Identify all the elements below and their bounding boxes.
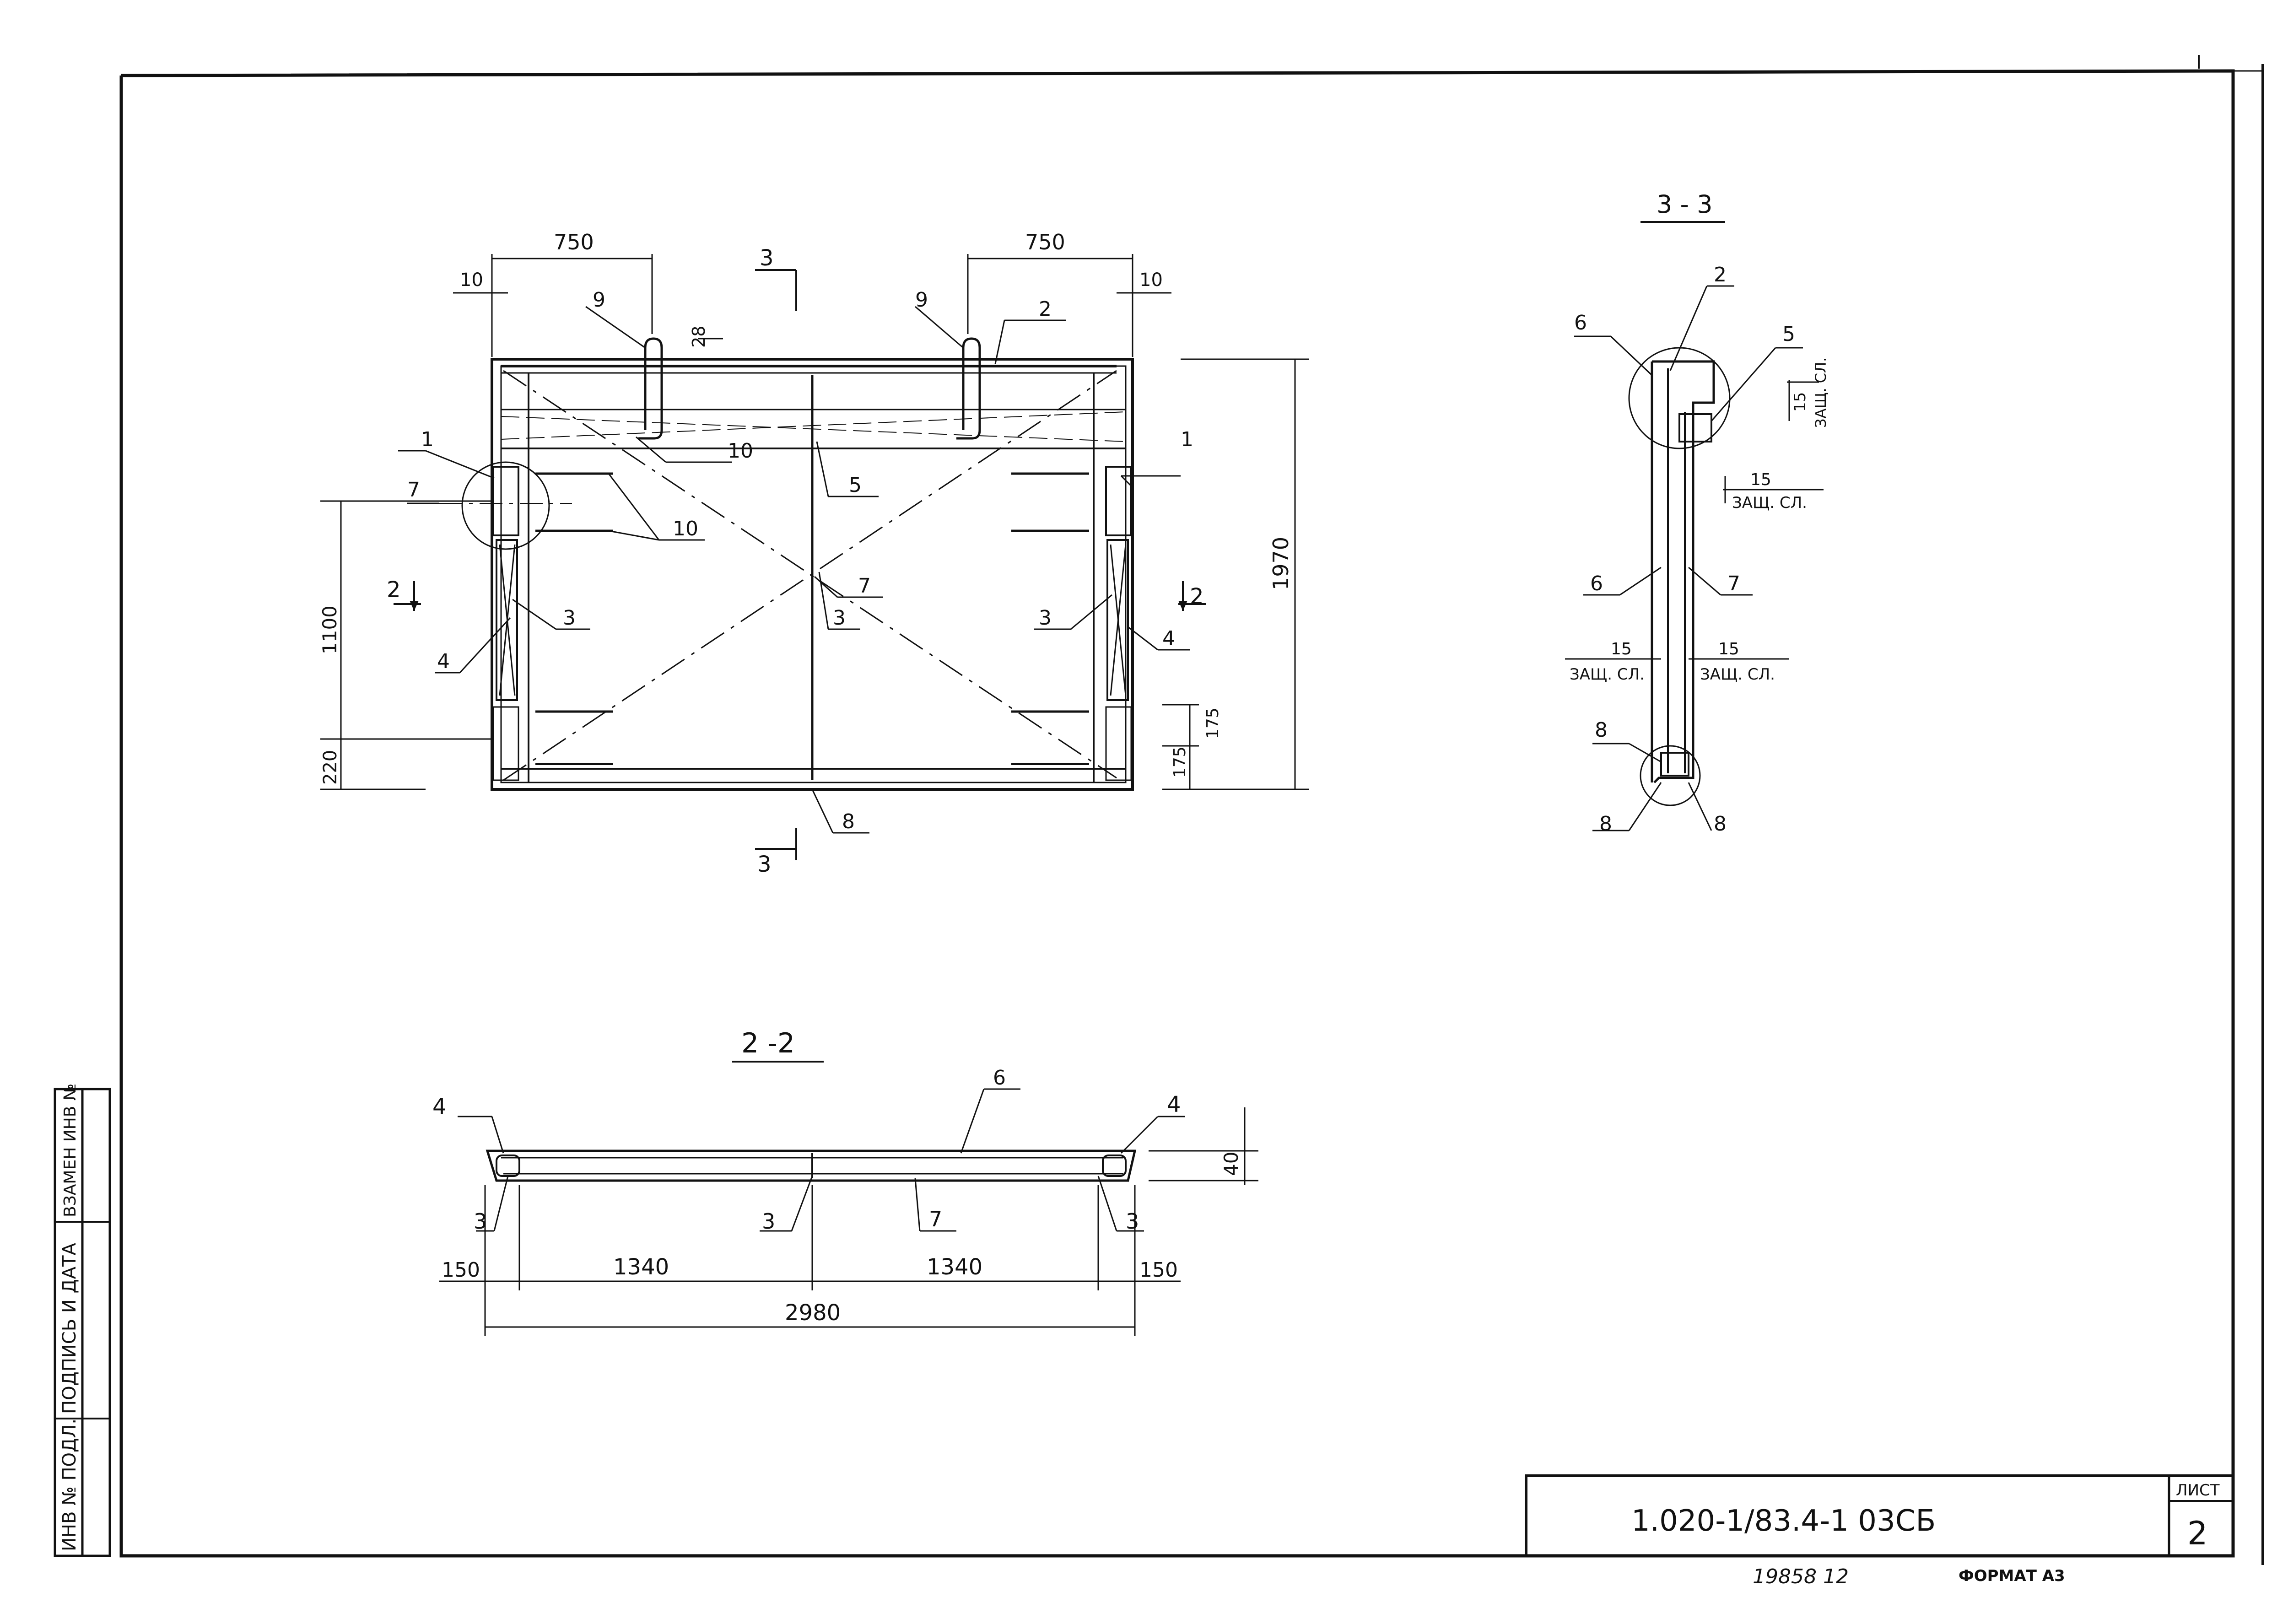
s22-mark-3-left: 3 [474, 1209, 487, 1234]
mark-10-top: 10 [728, 439, 753, 463]
s33-cover-1-value: 15 [1791, 392, 1809, 412]
s33-mark-8-right: 8 [1714, 812, 1727, 836]
title-block [1525, 1474, 2234, 1557]
s33-cover-2-value: 15 [1750, 470, 1771, 489]
s33-mark-8-left: 8 [1595, 718, 1608, 742]
mark-8: 8 [842, 810, 855, 833]
plan-view: 750 750 10 10 28 1970 1100 220 175 175 [318, 230, 1309, 877]
side-stamp: ИНВ № ПОДЛ. ПОДПИСЬ И ДАТА ВЗАМЕН ИНВ № [54, 1084, 111, 1557]
s22-dim-40: 40 [1220, 1152, 1242, 1176]
s22-mark-7: 7 [929, 1207, 942, 1231]
s33-mark-2: 2 [1714, 263, 1727, 286]
s22-dim-1340-right: 1340 [927, 1254, 982, 1280]
s22-dim-150-left: 150 [442, 1258, 480, 1282]
footer-format: ФОРМАТ А3 [1959, 1567, 2065, 1585]
section-3-3: 3 - 3 [1565, 190, 1824, 831]
dim-175-bottom: 175 [1171, 746, 1189, 778]
dim-28: 28 [689, 326, 709, 348]
dim-1970: 1970 [1268, 537, 1293, 590]
s33-cover-4-value: 15 [1718, 640, 1739, 658]
section-cut-markers [394, 269, 1206, 860]
dim-175-top: 175 [1203, 707, 1222, 739]
mark-10-left: 10 [673, 517, 698, 540]
mark-9-right: 9 [915, 288, 928, 312]
s33-mark-5: 5 [1782, 323, 1795, 346]
mark-2: 2 [1039, 297, 1052, 321]
footer-handwritten: 19858 12 [1753, 1565, 1849, 1588]
section-mark-3-top: 3 [760, 245, 774, 271]
s33-cover-4-label: ЗАЩ. СЛ. [1700, 665, 1775, 684]
mark-7-center: 7 [858, 574, 871, 598]
s22-mark-3-center: 3 [762, 1209, 775, 1234]
s33-mark-8-mid: 8 [1599, 812, 1612, 836]
section-3-3-title: 3 - 3 [1657, 190, 1713, 219]
s22-mark-4-right: 4 [1167, 1092, 1181, 1117]
s22-dim-1340-left: 1340 [613, 1254, 669, 1280]
s22-mark-6: 6 [993, 1066, 1006, 1090]
mark-1-left: 1 [421, 428, 434, 451]
s22-dim-2980: 2980 [785, 1300, 841, 1326]
sheet-number: 2 [2187, 1515, 2208, 1552]
plan-dimensions [320, 254, 1309, 790]
s33-cover-1-label: ЗАЩ. СЛ. [1812, 357, 1829, 428]
mark-9-left: 9 [593, 288, 605, 312]
mark-7-left: 7 [407, 478, 420, 502]
mark-5: 5 [849, 474, 862, 497]
sheet-frame [119, 55, 2264, 1565]
doc-code: 1.020-1/83.4-1 03СБ [1631, 1504, 1936, 1538]
dim-750-left: 750 [554, 230, 594, 254]
section-mark-3-bottom: 3 [757, 852, 772, 877]
detail-circle-left [461, 461, 550, 550]
s22-dim-150-right: 150 [1139, 1258, 1178, 1282]
mark-3-right: 3 [1039, 606, 1052, 630]
s33-mark-6-top: 6 [1574, 311, 1587, 335]
stamp-inv-podl: ИНВ № ПОДЛ. [59, 1419, 80, 1551]
stamp-vzamen-inv: ВЗАМЕН ИНВ № [61, 1084, 80, 1217]
mark-4-right: 4 [1162, 627, 1175, 650]
dim-220: 220 [320, 750, 341, 785]
s33-mark-7: 7 [1727, 572, 1740, 595]
section-mark-2-left: 2 [387, 577, 401, 603]
section-2-2-title: 2 -2 [741, 1027, 795, 1059]
sheet-label: ЛИСТ [2176, 1481, 2220, 1500]
s33-cover-2-label: ЗАЩ. СЛ. [1732, 494, 1807, 512]
s33-mark-6-mid: 6 [1590, 572, 1603, 595]
dim-10-left: 10 [460, 270, 483, 291]
s33-cover-3-label: ЗАЩ. СЛ. [1570, 665, 1645, 684]
dim-10-right: 10 [1139, 270, 1163, 291]
s33-cover-3-value: 15 [1611, 640, 1632, 658]
mark-1-right: 1 [1181, 428, 1193, 451]
dim-750-right: 750 [1025, 230, 1065, 254]
s22-mark-4-left: 4 [432, 1094, 447, 1120]
dim-1100: 1100 [318, 605, 341, 654]
section-2-2: 2 -2 [439, 1027, 1258, 1336]
mark-3-left: 3 [563, 606, 576, 630]
mark-3-center: 3 [833, 606, 846, 630]
s22-mark-3-right: 3 [1126, 1209, 1139, 1234]
stamp-podpis-data: ПОДПИСЬ И ДАТА [59, 1242, 80, 1414]
section-mark-2-right: 2 [1190, 584, 1204, 610]
plan-leaders [398, 306, 1190, 834]
mark-4-left: 4 [437, 650, 450, 673]
